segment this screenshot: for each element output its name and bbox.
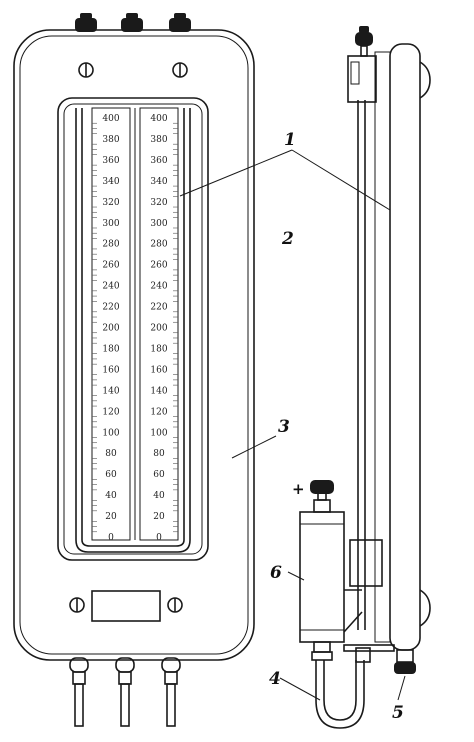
scale-label: 280 — [102, 240, 119, 250]
reservoir — [299, 480, 363, 661]
scale-label: 120 — [102, 407, 119, 417]
scale-label: 180 — [150, 344, 167, 354]
scale-label: 160 — [150, 365, 167, 375]
callout-3: 3 — [278, 417, 290, 437]
name-plate — [91, 590, 161, 622]
instrument-case-inner-edge — [19, 35, 249, 655]
scale-label: 260 — [150, 261, 167, 271]
scale-label: 20 — [105, 512, 117, 522]
scale-label: 320 — [102, 198, 119, 208]
scale-label: 120 — [150, 407, 167, 417]
hose-nipple-middle — [115, 657, 135, 727]
top-knob-middle — [121, 18, 143, 32]
side-top-clamp — [347, 55, 377, 103]
scale-label: 320 — [150, 198, 167, 208]
scale-label: 200 — [102, 324, 119, 334]
glass-tubes — [75, 108, 191, 553]
scale-label: 160 — [102, 365, 119, 375]
side-top-knob — [355, 32, 373, 46]
connector-bar — [343, 644, 395, 652]
scale-label: 80 — [105, 449, 117, 459]
side-board-face — [374, 51, 391, 643]
scale-label: 60 — [153, 470, 165, 480]
top-knob-left — [75, 18, 97, 32]
callout-labels: 1 2 3 4 5 6 + — [269, 130, 404, 723]
front-view: 4003803603403203002802602402202001801601… — [13, 13, 255, 727]
scale-label: 140 — [102, 386, 119, 396]
leader-lines — [179, 149, 406, 701]
scale-label: 340 — [102, 177, 119, 187]
scale-label: 100 — [150, 428, 167, 438]
side-tube-clamp — [349, 539, 383, 587]
callout-5: 5 — [392, 703, 404, 723]
top-knobs — [75, 13, 191, 32]
top-knob-right — [169, 18, 191, 32]
scale-label: 40 — [105, 491, 117, 501]
callout-6: 6 — [270, 563, 282, 583]
side-view — [299, 26, 431, 729]
scale-label: 100 — [102, 428, 119, 438]
bottom-nut — [394, 649, 416, 674]
scale-window-inner — [63, 103, 203, 555]
plus-sign: + — [292, 480, 305, 498]
scale-left: 4003803603403203002802602402202001801601… — [92, 114, 120, 543]
scale-label: 360 — [102, 156, 119, 166]
scale-label: 220 — [102, 303, 119, 313]
scale-label: 0 — [156, 533, 162, 543]
scale-label: 340 — [150, 177, 167, 187]
scale-label: 300 — [150, 219, 167, 229]
callout-2: 2 — [281, 229, 294, 249]
scale-label: 180 — [102, 344, 119, 354]
scale-right: 4003803603403203002802602402202001801601… — [150, 114, 178, 543]
wall-bracket-bottom — [419, 589, 431, 627]
scale-label: 400 — [150, 114, 167, 124]
scale-label: 400 — [102, 114, 119, 124]
scale-label: 380 — [102, 135, 119, 145]
hose-nipple-right — [161, 657, 181, 727]
scale-label: 360 — [150, 156, 167, 166]
hose-nipples — [69, 657, 181, 727]
scale-window-frame — [57, 97, 209, 561]
adjusting-nut — [394, 662, 416, 674]
scale-plate-right — [139, 107, 179, 541]
scale-label: 240 — [102, 282, 119, 292]
scale-label: 220 — [150, 303, 167, 313]
instrument-case — [13, 29, 255, 661]
scale-label: 300 — [102, 219, 119, 229]
reservoir-body — [299, 511, 345, 643]
scale-label: 260 — [102, 261, 119, 271]
scale-label: 380 — [150, 135, 167, 145]
wall-bracket-top — [419, 61, 431, 99]
scale-label: 240 — [150, 282, 167, 292]
u-tube — [315, 647, 371, 729]
scale-label: 60 — [105, 470, 117, 480]
scale-plate-left — [91, 107, 131, 541]
scale-label: 200 — [150, 324, 167, 334]
scale-label: 80 — [153, 449, 165, 459]
callout-4: 4 — [269, 669, 281, 689]
bottom-fittings — [69, 590, 183, 622]
callout-1: 1 — [284, 130, 296, 150]
scale-label: 280 — [150, 240, 167, 250]
scale-label: 140 — [150, 386, 167, 396]
reservoir-knob — [310, 480, 334, 494]
scale-label: 40 — [153, 491, 165, 501]
hose-nipple-left — [69, 657, 89, 727]
scale-label: 0 — [108, 533, 114, 543]
side-board — [389, 43, 421, 651]
scale-label: 20 — [153, 512, 165, 522]
top-screws — [78, 62, 188, 78]
